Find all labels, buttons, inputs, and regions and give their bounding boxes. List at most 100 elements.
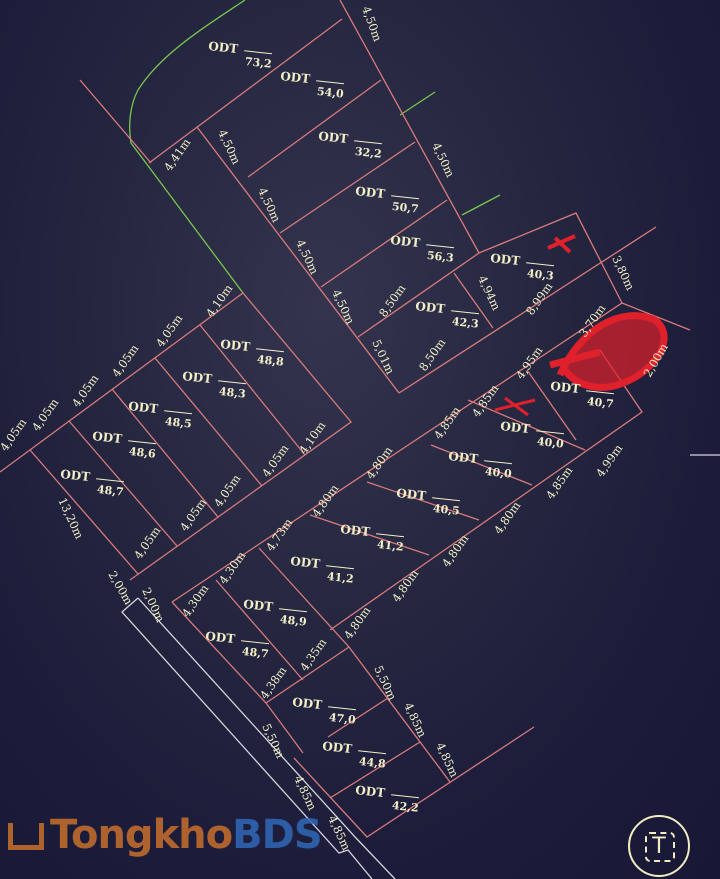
parcel-line bbox=[196, 126, 400, 394]
dimension-label: 4,35m bbox=[297, 636, 329, 674]
plot-area: 44,8 bbox=[358, 755, 386, 771]
parcel-line bbox=[279, 141, 416, 234]
dimension-label: 8,50m bbox=[416, 336, 448, 374]
parcel-line bbox=[366, 481, 480, 521]
plot-label: ODT 54,0 bbox=[280, 69, 345, 101]
dimension-label: 4,50m bbox=[215, 127, 243, 166]
area-overline bbox=[328, 706, 357, 711]
dimension-label: 4,05m bbox=[0, 416, 29, 454]
dimension-label: 13,20m bbox=[55, 495, 86, 541]
dimension-label: 4,80m bbox=[309, 482, 341, 520]
dimension-label: 4,30m bbox=[179, 582, 211, 620]
plot-land-type: ODT bbox=[92, 429, 123, 446]
plot-area: 73,2 bbox=[244, 55, 272, 71]
text-scan-icon bbox=[645, 832, 675, 862]
parcel-line bbox=[171, 302, 691, 603]
dimension-label: 4,05m bbox=[153, 312, 185, 350]
dimension-label: 5,01m bbox=[369, 337, 397, 376]
area-overline bbox=[484, 460, 513, 465]
dimension-label: 4,80m bbox=[341, 604, 373, 642]
area-overline bbox=[586, 390, 615, 395]
dimension-label: 4,94m bbox=[475, 273, 503, 312]
plot-land-type: ODT bbox=[322, 739, 353, 756]
plot-area: 54,0 bbox=[316, 85, 344, 101]
area-overline bbox=[432, 497, 461, 502]
plot-land-type: ODT bbox=[128, 399, 159, 416]
parcel-line bbox=[293, 726, 535, 838]
plot-area: 40,0 bbox=[536, 435, 564, 451]
red-cross-mark bbox=[494, 396, 536, 417]
plot-land-type: ODT bbox=[550, 379, 581, 396]
plot-area: 50,7 bbox=[391, 200, 419, 216]
plot-label: ODT 48,8 bbox=[220, 337, 285, 369]
parcel-line bbox=[526, 369, 577, 441]
parcel-line bbox=[398, 226, 657, 394]
plot-area: 48,8 bbox=[256, 353, 284, 369]
parcel-line bbox=[453, 272, 494, 329]
dimension-label: 4,10m bbox=[296, 419, 328, 457]
area-overline bbox=[96, 478, 125, 483]
area-overline bbox=[218, 380, 247, 385]
boundary-line bbox=[137, 597, 396, 879]
road-edge-line bbox=[461, 194, 501, 216]
road-edge-line bbox=[129, 0, 246, 294]
house-logo-icon bbox=[8, 823, 44, 850]
plot-area: 41,2 bbox=[376, 538, 404, 554]
parcel-line bbox=[247, 79, 382, 178]
plot-land-type: ODT bbox=[208, 39, 239, 56]
area-overline bbox=[316, 80, 345, 85]
plot-area: 40,3 bbox=[526, 267, 554, 283]
plot-label: ODT 42,3 bbox=[415, 299, 480, 331]
parcel-line bbox=[215, 579, 304, 681]
plot-land-type: ODT bbox=[220, 337, 251, 354]
parcel-line bbox=[357, 212, 623, 338]
parcel-line bbox=[148, 18, 343, 164]
area-overline bbox=[358, 750, 387, 755]
parcel-line bbox=[329, 741, 421, 799]
dimension-label: 4,50m bbox=[293, 237, 321, 276]
dimension-label: 4,05m bbox=[259, 442, 291, 480]
dimension-label: 4,38m bbox=[257, 664, 289, 702]
dimension-label: 4,80m bbox=[363, 444, 395, 482]
area-overline bbox=[128, 440, 157, 445]
parcel-line bbox=[29, 449, 139, 575]
plot-land-type: ODT bbox=[280, 69, 311, 86]
plot-land-type: ODT bbox=[355, 783, 386, 800]
plot-label: ODT 50,7 bbox=[355, 184, 420, 216]
plot-land-type: ODT bbox=[292, 695, 323, 712]
boundary-line bbox=[121, 597, 373, 879]
plot-area: 48,7 bbox=[96, 483, 124, 499]
parcel-line bbox=[467, 399, 586, 451]
plot-area: 42,3 bbox=[451, 315, 479, 331]
plot-land-type: ODT bbox=[182, 369, 213, 386]
plot-area: 32,2 bbox=[354, 145, 382, 161]
plot-label: ODT 44,8 bbox=[322, 739, 387, 771]
area-overline bbox=[536, 430, 565, 435]
plot-land-type: ODT bbox=[448, 449, 479, 466]
watermark: TongkhoBDS bbox=[8, 812, 323, 858]
plot-land-type: ODT bbox=[355, 184, 386, 201]
area-overline bbox=[426, 244, 455, 249]
dimension-label: 4,50m bbox=[255, 185, 283, 224]
text-scan-button[interactable]: T bbox=[628, 815, 690, 877]
dimension-label: 4,85m bbox=[431, 404, 463, 442]
dimension-label: 4,95m bbox=[513, 344, 545, 382]
plot-land-type: ODT bbox=[415, 299, 446, 316]
dimension-label: 4,05m bbox=[131, 524, 163, 562]
plot-land-type: ODT bbox=[60, 467, 91, 484]
parcel-line bbox=[430, 444, 533, 486]
plot-land-type: ODT bbox=[243, 597, 274, 614]
plot-land-type: ODT bbox=[500, 419, 531, 436]
parcel-line bbox=[265, 646, 350, 704]
parcel-line bbox=[309, 514, 430, 556]
